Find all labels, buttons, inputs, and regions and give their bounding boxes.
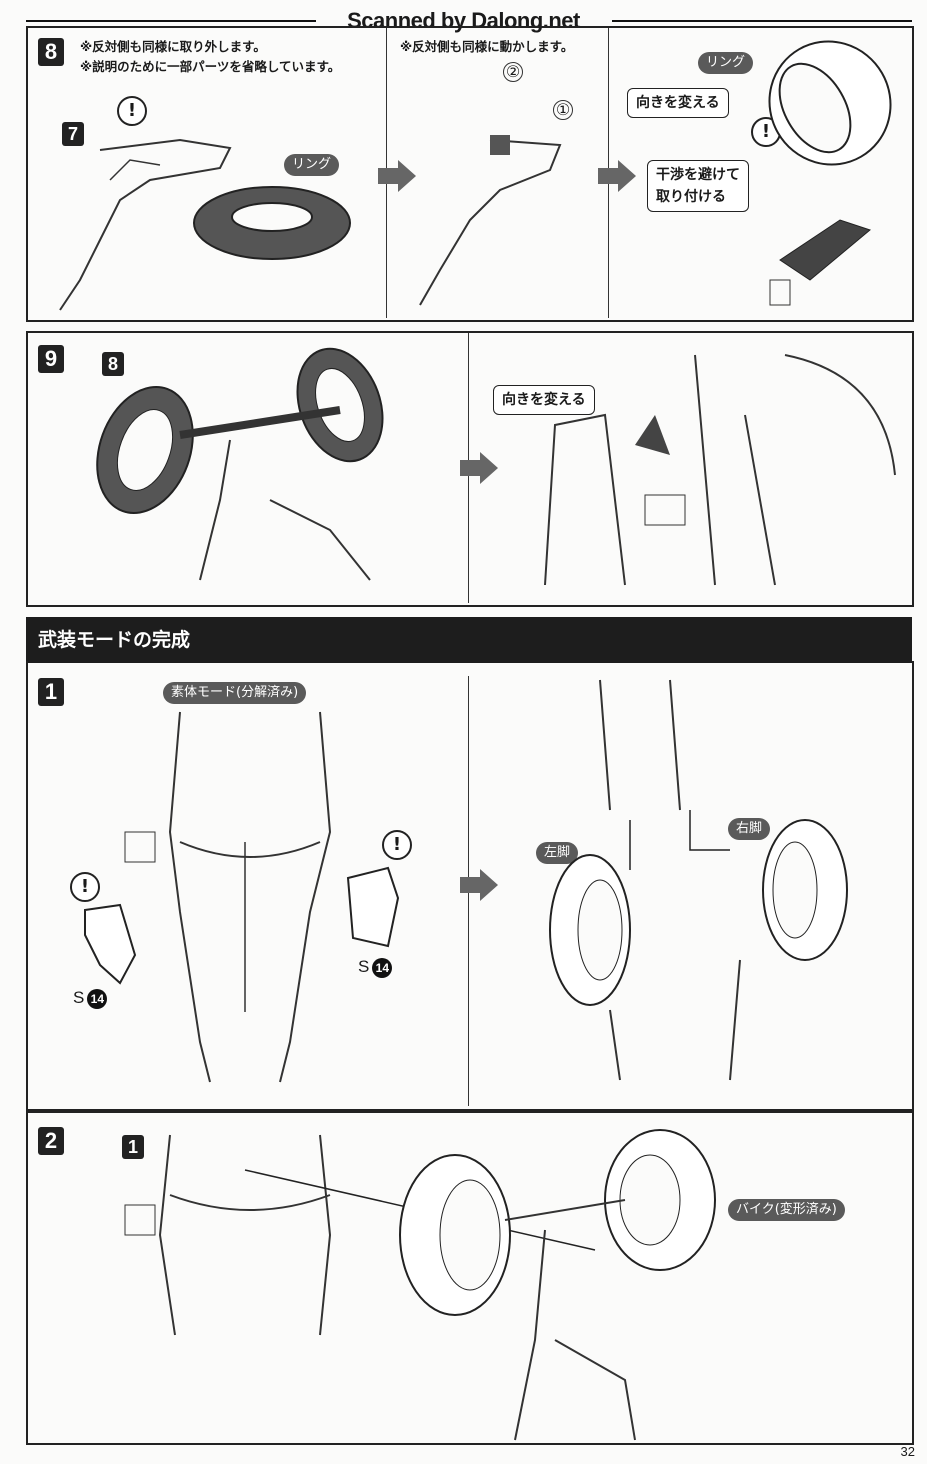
turn-callout: 向きを変える [493,385,595,415]
legs-with-rings-illustration [549,679,848,1081]
page-number: 32 [900,1444,915,1459]
bike-label: バイク(変形済み) [728,1199,845,1221]
part-ref-letter: S [73,988,85,1007]
assembly-2-panel [26,1111,914,1445]
armor-part-illustration [346,866,400,948]
caution-icon: ! [117,96,147,126]
attach-callout: 干渉を避けて 取り付ける [647,160,749,212]
sub-step-number: 7 [62,122,84,146]
order-mark-2: ② [503,62,523,82]
next-arrow-icon [378,160,416,192]
left-leg-label: 左脚 [536,842,579,864]
caution-icon: ! [70,872,100,902]
step-9-panel [26,331,914,607]
section-header: 武装モードの完成 [26,617,912,663]
watermark-rule-left [26,20,316,22]
step-number: 1 [38,678,64,706]
ring-illustration [193,186,351,260]
assembly-1-panel [26,661,914,1111]
body-mode-label: 素体モード(分解済み) [163,682,307,704]
next-arrow-icon [598,160,636,192]
right-leg-label: 右脚 [728,818,771,840]
armor-part-illustration [84,903,137,985]
bike-illustration [244,1129,716,1441]
attach-callout-line: 干渉を避けて [656,167,740,183]
ring-illustration [768,40,892,166]
bike-rings-illustration [96,347,384,581]
part-ref-letter: S [358,957,370,976]
arm-part-illustration [419,135,562,306]
attach-callout-line: 取り付ける [656,189,726,205]
bike-closeup-illustration [544,354,896,586]
arm-part-illustration [59,138,232,311]
watermark: Scanned by Dalong.net [347,8,580,33]
figure-body-illustration [124,711,332,1083]
step-number: 2 [38,1127,64,1155]
order-mark-1: ① [553,100,573,120]
watermark-rule-right [612,20,912,22]
note: ※反対側も同様に動かします。 [400,39,574,54]
part-ref-number: 14 [87,988,108,1009]
sub-step-number: 8 [102,352,124,376]
turn-callout: 向きを変える [627,88,729,118]
note: ※反対側も同様に取り外します。 [80,39,266,54]
part-ref-number: 14 [372,957,393,978]
ring-label: リング [284,154,340,176]
note: ※説明のために一部パーツを省略しています。 [80,59,341,74]
figure-body-illustration [124,1134,332,1336]
step-number: 8 [38,38,64,66]
step-8-panel [26,26,914,322]
step-number: 9 [38,345,64,373]
caution-icon: ! [382,830,412,860]
next-arrow-icon [460,452,498,484]
next-arrow-icon [460,869,498,901]
mount-part-illustration [769,219,872,306]
ring-label: リング [698,52,754,74]
caution-icon: ! [751,117,781,147]
sub-step-number: 1 [122,1135,144,1159]
